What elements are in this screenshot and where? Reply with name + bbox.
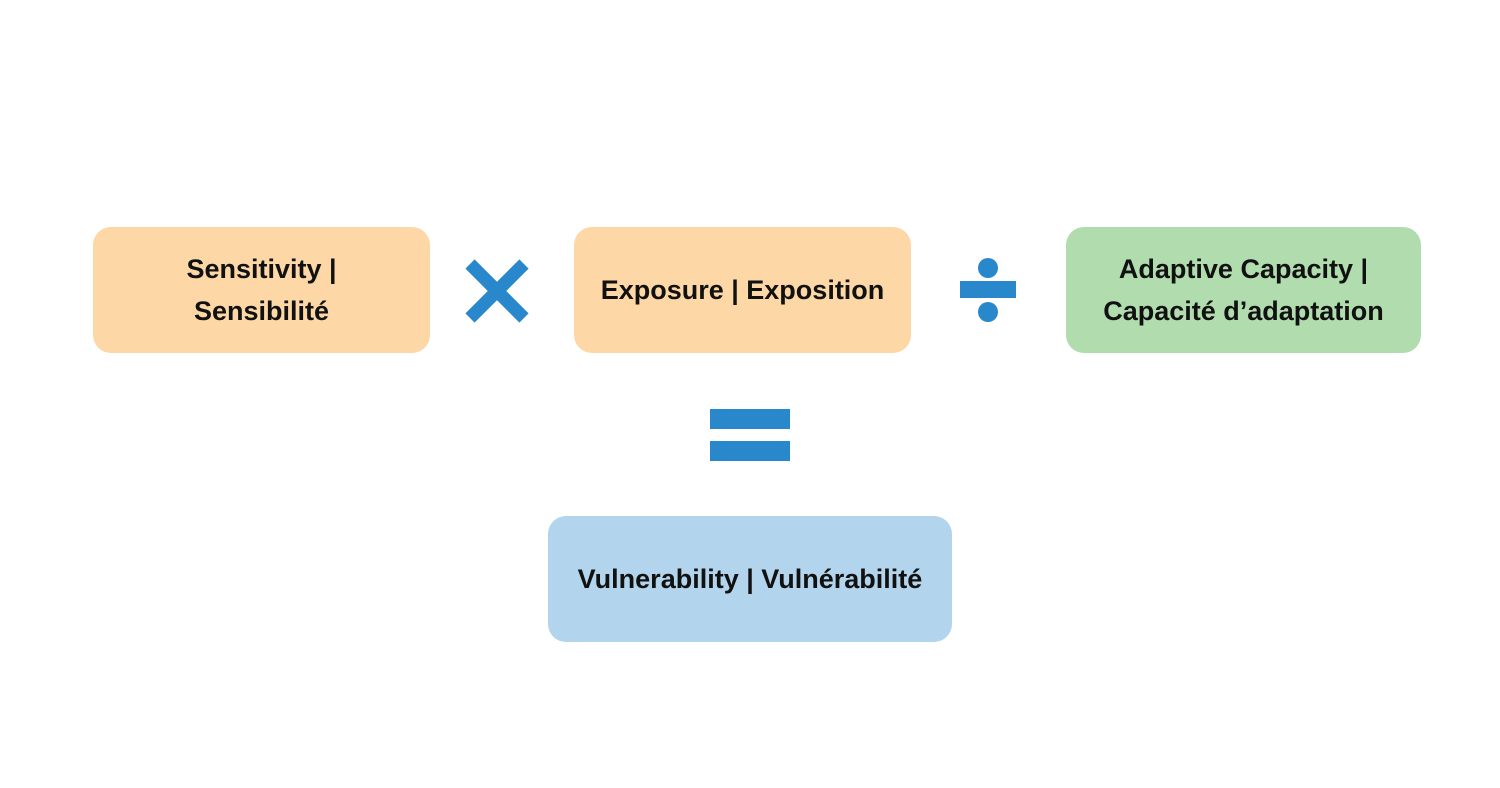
divide-icon xyxy=(960,258,1016,322)
equals-icon xyxy=(710,409,790,461)
adaptive-capacity-box: Adaptive Capacity | Capacité d’adaptatio… xyxy=(1066,227,1421,353)
sensitivity-box: Sensitivity | Sensibilité xyxy=(93,227,430,353)
exposure-box: Exposure | Exposition xyxy=(574,227,911,353)
sensitivity-label-line1: Sensitivity | xyxy=(186,254,337,284)
adaptive-capacity-label: Adaptive Capacity | Capacité d’adaptatio… xyxy=(1103,248,1384,332)
adaptive-capacity-label-line1: Adaptive Capacity | xyxy=(1118,254,1369,284)
sensitivity-label: Sensitivity | Sensibilité xyxy=(186,248,336,332)
adaptive-capacity-label-line2: Capacité d’adaptation xyxy=(1103,296,1384,326)
multiply-icon xyxy=(465,259,529,323)
sensitivity-label-line2: Sensibilité xyxy=(193,296,330,326)
vulnerability-label-line1: Vulnerability | Vulnérabilité xyxy=(577,564,923,594)
exposure-label: Exposure | Exposition xyxy=(601,269,885,311)
vulnerability-label: Vulnerability | Vulnérabilité xyxy=(578,558,923,600)
exposure-label-line1: Exposure | Exposition xyxy=(600,275,885,305)
vulnerability-box: Vulnerability | Vulnérabilité xyxy=(548,516,952,642)
